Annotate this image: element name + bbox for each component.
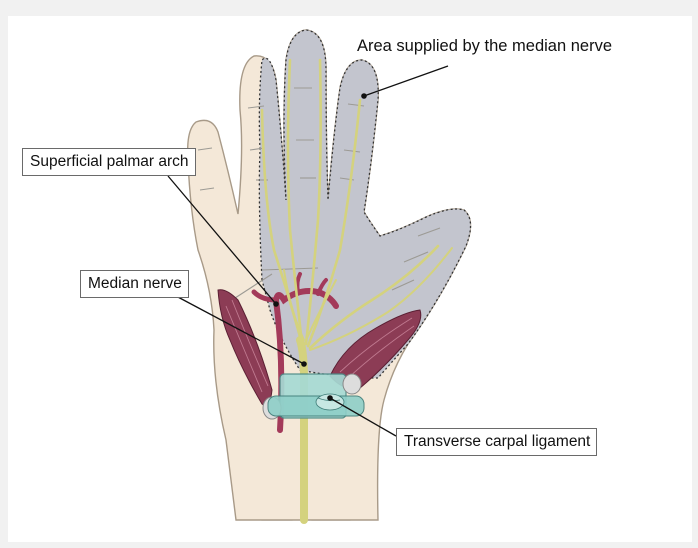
label-superficial-palmar-arch: Superficial palmar arch <box>22 148 196 176</box>
label-median-nerve: Median nerve <box>80 270 189 298</box>
label-transverse-carpal-ligament: Transverse carpal ligament <box>396 428 597 456</box>
label-area-supplied: Area supplied by the median nerve <box>357 38 612 55</box>
